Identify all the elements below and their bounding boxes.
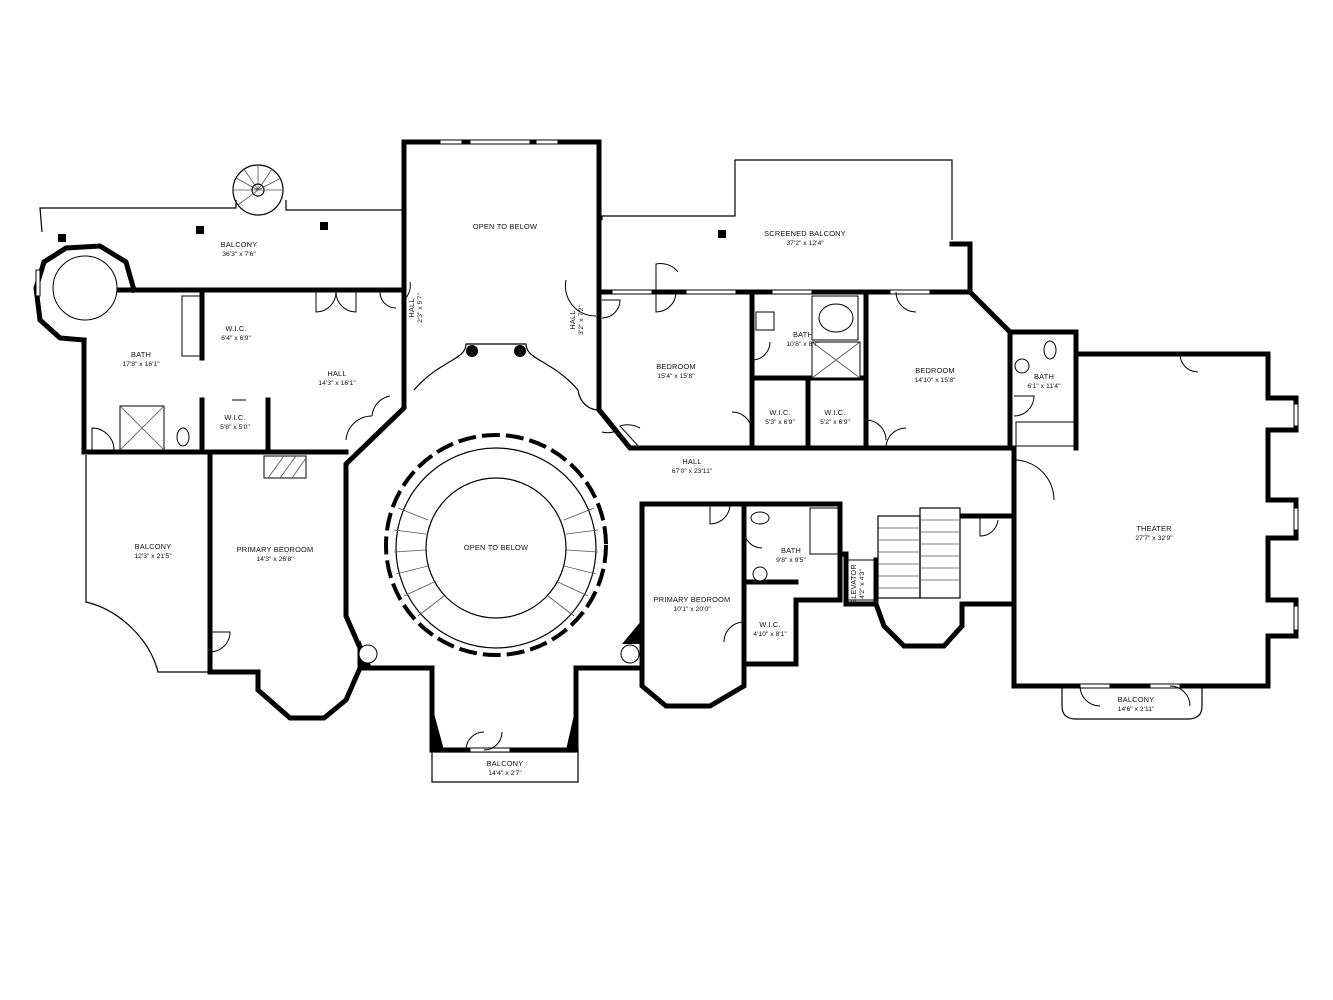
svg-text:W.I.C.: W.I.C. bbox=[224, 413, 245, 422]
svg-text:5'2" x 6'9": 5'2" x 6'9" bbox=[820, 419, 850, 426]
room-hall-left: HALL 14'3" x 16'1" bbox=[318, 369, 356, 387]
svg-text:5'3" x 6'9": 5'3" x 6'9" bbox=[765, 419, 795, 426]
svg-text:PRIMARY BEDROOM: PRIMARY BEDROOM bbox=[654, 595, 731, 604]
fixtures bbox=[52, 255, 1075, 601]
svg-text:THEATER: THEATER bbox=[1136, 524, 1171, 533]
room-bedroom-right: BEDROOM 14'10" x 15'8" bbox=[914, 366, 956, 384]
svg-text:SCREENED BALCONY: SCREENED BALCONY bbox=[764, 229, 846, 238]
room-wic-center-b: W.I.C. 5'2" x 6'9" bbox=[820, 408, 850, 426]
room-open-to-below-rotunda: OPEN TO BELOW bbox=[464, 543, 528, 552]
door-swings bbox=[91, 263, 1199, 751]
svg-text:BATH: BATH bbox=[131, 350, 151, 359]
svg-text:2'3" x 5'7": 2'3" x 5'7" bbox=[417, 293, 424, 323]
room-theater: THEATER 27'7" x 32'9" bbox=[1135, 524, 1173, 542]
svg-text:OPEN TO BELOW: OPEN TO BELOW bbox=[464, 543, 528, 552]
walls bbox=[33, 139, 1299, 753]
svg-text:14'3" x 26'8": 14'3" x 26'8" bbox=[256, 556, 294, 563]
svg-text:HALL: HALL bbox=[682, 457, 701, 466]
rotunda bbox=[263, 343, 961, 664]
svg-text:15'4" x 15'8": 15'4" x 15'8" bbox=[657, 373, 695, 380]
svg-text:6'4" x 6'9": 6'4" x 6'9" bbox=[221, 335, 251, 342]
svg-text:37'2" x 12'4": 37'2" x 12'4" bbox=[786, 240, 824, 247]
svg-text:14'6" x 2'11": 14'6" x 2'11" bbox=[1118, 706, 1155, 713]
room-bath-upper-left: BATH 17'8" x 16'1" bbox=[122, 350, 160, 368]
svg-text:BALCONY: BALCONY bbox=[1118, 695, 1155, 704]
svg-text:BEDROOM: BEDROOM bbox=[656, 362, 696, 371]
svg-text:W.I.C.: W.I.C. bbox=[225, 324, 246, 333]
svg-text:BALCONY: BALCONY bbox=[135, 542, 172, 551]
svg-text:BATH: BATH bbox=[793, 330, 813, 339]
balcony-railings bbox=[39, 159, 1203, 783]
room-bath-center: BATH 10'8" x 8'7" bbox=[786, 330, 820, 348]
room-balcony-top-left: BALCONY 36'3" x 7'6" bbox=[221, 240, 258, 258]
svg-text:OPEN TO BELOW: OPEN TO BELOW bbox=[473, 222, 537, 231]
windows bbox=[35, 139, 1299, 753]
room-bath-small-right: BATH 6'1" x 11'4" bbox=[1028, 372, 1062, 390]
svg-text:W.I.C.: W.I.C. bbox=[824, 408, 845, 417]
room-wic-upper-left: W.I.C. 6'4" x 6'9" bbox=[221, 324, 251, 342]
svg-text:14'10" x 15'8": 14'10" x 15'8" bbox=[914, 377, 956, 384]
svg-text:HALL: HALL bbox=[568, 310, 577, 329]
svg-text:BATH: BATH bbox=[1034, 372, 1054, 381]
room-balcony-bottom: BALCONY 14'4" x 2'7" bbox=[487, 759, 524, 777]
svg-text:BALCONY: BALCONY bbox=[221, 240, 258, 249]
svg-text:67'0" x 23'11": 67'0" x 23'11" bbox=[672, 468, 713, 475]
room-bedroom-center: BEDROOM 15'4" x 15'8" bbox=[656, 362, 696, 380]
svg-text:BEDROOM: BEDROOM bbox=[915, 366, 955, 375]
svg-text:14'4" x 2'7": 14'4" x 2'7" bbox=[488, 770, 522, 777]
svg-text:27'7" x 32'9": 27'7" x 32'9" bbox=[1135, 535, 1173, 542]
svg-text:4'2" x 4'3": 4'2" x 4'3" bbox=[859, 569, 866, 599]
svg-text:W.I.C.: W.I.C. bbox=[769, 408, 790, 417]
room-wic-lower-center: W.I.C. 4'10" x 8'1" bbox=[753, 620, 787, 638]
svg-text:12'3" x 21'5": 12'3" x 21'5" bbox=[134, 553, 172, 560]
svg-text:10'8" x 8'7": 10'8" x 8'7" bbox=[786, 341, 820, 348]
room-open-to-below-top: OPEN TO BELOW bbox=[473, 222, 537, 231]
room-wic-lower-left: W.I.C. 5'8" x 5'0" bbox=[220, 413, 250, 431]
svg-text:W.I.C.: W.I.C. bbox=[759, 620, 780, 629]
svg-text:9'8" x 9'5": 9'8" x 9'5" bbox=[776, 557, 806, 564]
room-hall-main: HALL 67'0" x 23'11" bbox=[672, 457, 713, 475]
svg-text:6'1" x 11'4": 6'1" x 11'4" bbox=[1028, 383, 1062, 390]
room-bath-lower-center: BATH 9'8" x 9'5" bbox=[776, 546, 806, 564]
svg-text:BALCONY: BALCONY bbox=[487, 759, 524, 768]
room-primary-bedroom-left: PRIMARY BEDROOM 14'3" x 26'8" bbox=[237, 545, 314, 563]
room-screened-balcony: SCREENED BALCONY 37'2" x 12'4" bbox=[764, 229, 846, 247]
svg-text:HALL: HALL bbox=[327, 369, 346, 378]
svg-text:ELEVATOR: ELEVATOR bbox=[849, 564, 858, 604]
svg-text:14'3" x 16'1": 14'3" x 16'1" bbox=[318, 380, 356, 387]
svg-text:BATH: BATH bbox=[781, 546, 801, 555]
room-labels: BALCONY 36'3" x 7'6" OPEN TO BELOW SCREEN… bbox=[122, 222, 1173, 777]
svg-text:HALL: HALL bbox=[407, 298, 416, 317]
room-balcony-left: BALCONY 12'3" x 21'5" bbox=[134, 542, 172, 560]
svg-text:4'10" x 8'1": 4'10" x 8'1" bbox=[753, 631, 787, 638]
svg-text:36'3" x 7'6": 36'3" x 7'6" bbox=[222, 251, 256, 258]
svg-text:10'1" x 20'0": 10'1" x 20'0" bbox=[673, 606, 711, 613]
room-primary-bedroom-center: PRIMARY BEDROOM 10'1" x 20'0" bbox=[654, 595, 731, 613]
svg-text:17'8" x 16'1": 17'8" x 16'1" bbox=[122, 361, 160, 368]
svg-text:5'8" x 5'0": 5'8" x 5'0" bbox=[220, 424, 250, 431]
svg-text:3'2" x 7'2": 3'2" x 7'2" bbox=[578, 305, 585, 335]
room-balcony-right: BALCONY 14'6" x 2'11" bbox=[1118, 695, 1155, 713]
svg-text:PRIMARY BEDROOM: PRIMARY BEDROOM bbox=[237, 545, 314, 554]
room-wic-center-a: W.I.C. 5'3" x 6'9" bbox=[765, 408, 795, 426]
